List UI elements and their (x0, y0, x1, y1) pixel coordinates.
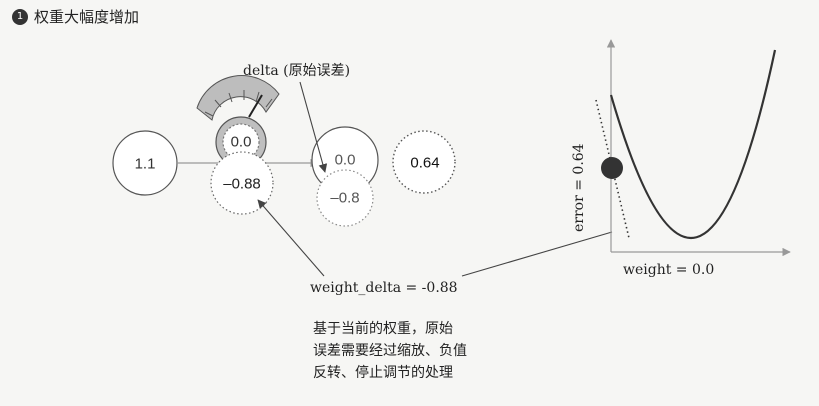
weight-delta-node (210, 151, 274, 215)
weight-delta-value: –0.88 (223, 175, 261, 193)
weight-gauge-icon (196, 75, 280, 121)
knob-value: 0.0 (230, 133, 252, 151)
weight-delta-label: weight_delta = -0.88 (310, 280, 458, 296)
heading-title: 权重大幅度增加 (34, 8, 140, 26)
slope-tangent-line (595, 99, 630, 239)
delta-node (316, 169, 374, 227)
plot-pointer-line (461, 231, 613, 277)
note-line: 反转、停止调节的处理 (313, 365, 453, 381)
goal-node (392, 130, 456, 194)
goal-value: 0.64 (410, 154, 440, 172)
explanation-note: 基于当前的权重，原始 误差需要经过缩放、负值 反转、停止调节的处理 (313, 318, 467, 384)
error-curve (609, 49, 777, 240)
delta-label: delta (原始误差) (243, 63, 351, 79)
plot-x-label: weight = 0.0 (623, 262, 715, 278)
note-line: 基于当前的权重，原始 (313, 321, 453, 337)
prediction-value: 0.0 (334, 151, 356, 169)
plot-y-label: error = 0.64 (571, 143, 587, 232)
section-heading: 1 权重大幅度增加 (12, 6, 139, 27)
input-value: 1.1 (134, 155, 156, 173)
error-curve-plot (595, 39, 791, 257)
delta-pointer-arrow (299, 81, 328, 173)
weight-delta-pointer-arrow (257, 199, 325, 277)
delta-value: –0.8 (330, 189, 360, 207)
current-error-point (601, 157, 623, 179)
note-line: 误差需要经过缩放、负值 (313, 343, 467, 359)
heading-bullet-icon: 1 (12, 8, 28, 25)
